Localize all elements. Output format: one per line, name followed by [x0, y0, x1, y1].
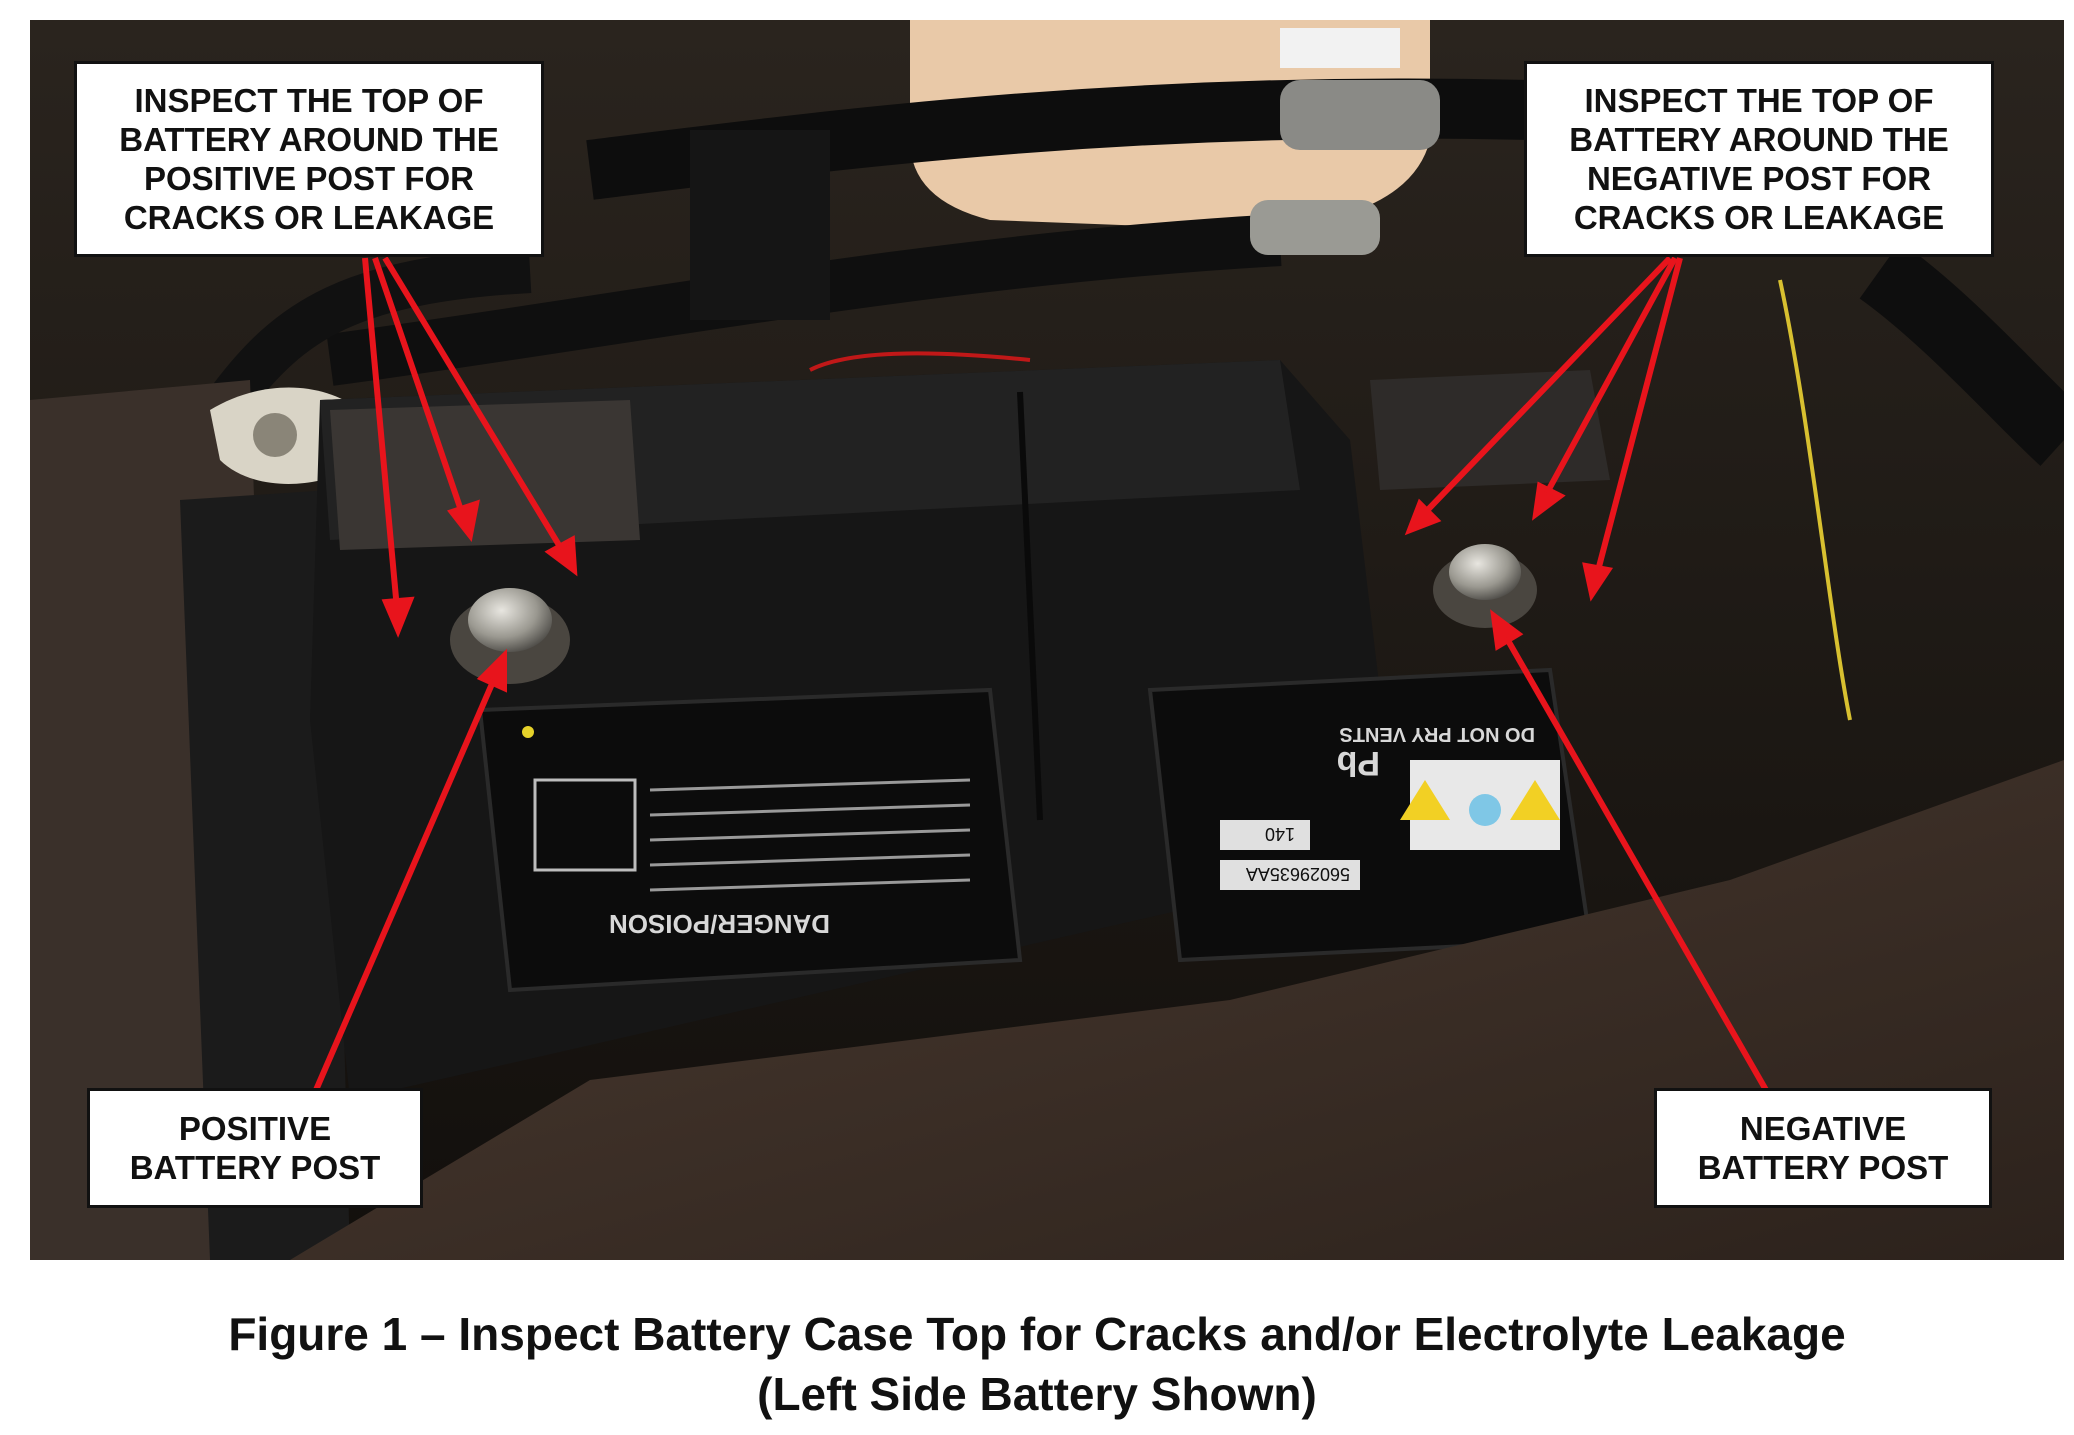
left-label-panel — [477, 687, 1023, 993]
positive-post-callout: POSITIVE BATTERY POST — [87, 1088, 423, 1208]
negative-post — [1449, 544, 1521, 600]
red-wire — [809, 351, 1031, 372]
fender-cover — [290, 760, 2064, 1260]
arrowhead-neg-top-2 — [1532, 481, 1566, 521]
pb-label: Pb — [1337, 744, 1380, 782]
arrowhead-positive-post — [476, 648, 507, 693]
arrow-positive-post — [313, 668, 501, 1092]
arrow-neg-top-2 — [1539, 256, 1678, 504]
arrow-pos-top-1 — [362, 257, 401, 621]
negative-post-callout: NEGATIVE BATTERY POST — [1654, 1088, 1992, 1208]
positive-post — [468, 588, 552, 652]
recycle-icon — [533, 778, 637, 872]
yellow-dot — [522, 726, 534, 738]
figure-caption-subtitle: (Left Side Battery Shown) — [757, 1368, 1317, 1420]
arrowhead-neg-top-1 — [1404, 498, 1442, 536]
warning-text-lines — [649, 778, 971, 892]
arrows-posts — [313, 609, 1769, 1092]
negative-post-pad — [1370, 370, 1610, 490]
warning-circle — [1469, 794, 1501, 826]
yellow-wire — [1778, 279, 1852, 721]
part-number-value: 56029635AA — [1246, 864, 1350, 884]
part-number-box — [1220, 860, 1360, 890]
reservoir-sticker — [1280, 28, 1400, 68]
rc-box — [1220, 820, 1310, 850]
arrowhead-neg-top-3 — [1582, 562, 1614, 602]
figure-caption-title: Figure 1 – Inspect Battery Case Top for … — [228, 1308, 1846, 1360]
left-bracket — [180, 490, 350, 1260]
hose-fitting-1 — [1280, 80, 1440, 150]
positive-top-callout: INSPECT THE TOP OF BATTERY AROUND THE PO… — [74, 61, 544, 257]
clamp-bolt — [253, 413, 297, 457]
danger-poison-label: DANGER/POISON — [609, 909, 830, 939]
arrowhead-negative-post — [1490, 609, 1524, 651]
arrowhead-pos-top-3 — [544, 535, 578, 577]
negative-top-callout: INSPECT THE TOP OF BATTERY AROUND THE NE… — [1524, 61, 1994, 257]
arrow-neg-top-3 — [1592, 257, 1683, 583]
arrowhead-pos-top-1 — [381, 596, 415, 638]
arrow-neg-top-1 — [1415, 255, 1673, 523]
battery-divider — [1017, 391, 1043, 821]
hose-right — [1859, 241, 2064, 466]
arrows-positive-top — [362, 256, 578, 638]
arrow-negative-post — [1499, 628, 1769, 1092]
arrowhead-pos-top-2 — [447, 499, 480, 543]
hose-left — [211, 247, 532, 414]
do-not-pry-vents-label: DO NOT PRY VENTS — [1339, 723, 1535, 745]
arrows-negative-top — [1404, 255, 1683, 602]
arrow-pos-top-3 — [382, 256, 571, 562]
warning-triangle-1 — [1400, 780, 1450, 820]
hose-sleeve — [690, 130, 830, 320]
arrow-pos-top-2 — [372, 257, 469, 526]
positive-post-pad — [330, 400, 640, 550]
hose-fitting-2 — [1250, 200, 1380, 255]
rc-value: 140 — [1265, 824, 1295, 844]
warning-triangle-2 — [1510, 780, 1560, 820]
